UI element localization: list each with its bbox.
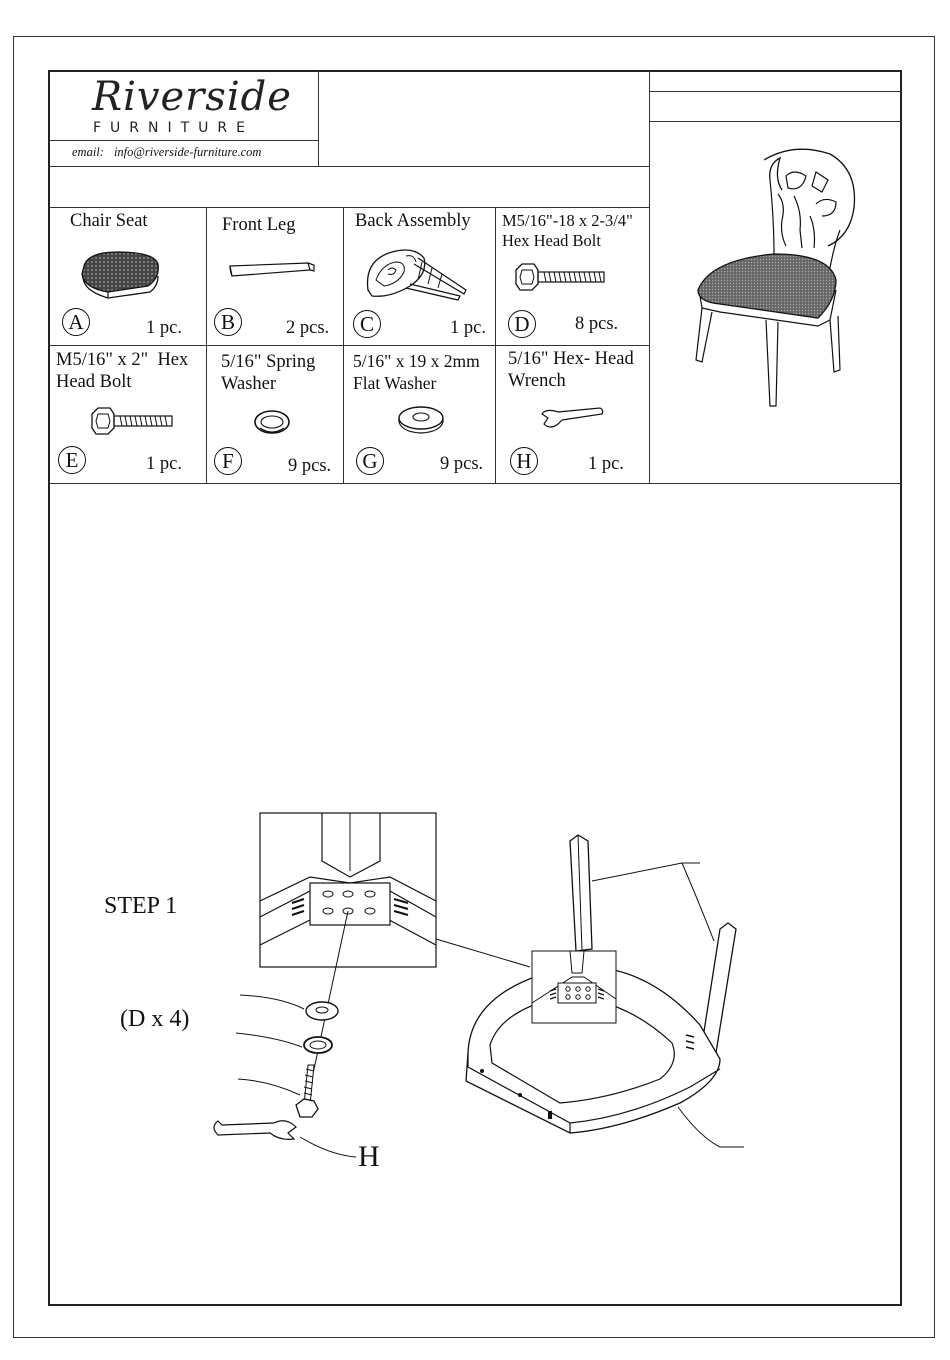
- hex-bolt-long-icon: [515, 263, 605, 291]
- part-letter-badge: H: [510, 447, 538, 475]
- part-letter-badge: C: [353, 310, 381, 338]
- email-link[interactable]: info@riverside-furniture.com: [113, 145, 262, 159]
- part-name: Front Leg: [222, 215, 296, 235]
- part-letter-badge: G: [356, 447, 384, 475]
- part-name: M5/16" x 2" Hex Head Bolt: [56, 350, 189, 392]
- assembled-chair-icon: [695, 148, 856, 407]
- flat-washer-icon: [398, 406, 444, 434]
- step1-diagram: [213, 812, 744, 1158]
- parts-divider: [343, 207, 344, 483]
- header-divider: [649, 91, 902, 92]
- back-assembly-icon: [366, 249, 467, 301]
- chair-seat-icon: [81, 251, 159, 299]
- email-label: email:: [72, 145, 104, 159]
- part-letter-badge: E: [58, 446, 86, 474]
- part-quantity: 8 pcs.: [575, 314, 619, 334]
- part-quantity: 9 pcs.: [440, 454, 484, 474]
- part-quantity: 1 pc.: [588, 454, 624, 474]
- header-divider: [48, 166, 650, 167]
- brand-logo-script: Riverside: [92, 74, 292, 120]
- instruction-frame: [48, 70, 902, 1306]
- part-quantity: 1 pc.: [146, 454, 182, 474]
- part-quantity: 1 pc.: [146, 318, 182, 338]
- parts-divider: [206, 207, 207, 483]
- logo-underline: [48, 140, 318, 141]
- brand-logo-sub: FURNITURE: [93, 120, 255, 136]
- hex-bolt-short-icon: [91, 407, 173, 435]
- parts-divider: [495, 207, 496, 483]
- part-name: Back Assembly: [355, 211, 471, 231]
- part-letter-badge: D: [508, 310, 536, 338]
- hex-wrench-icon: [541, 407, 604, 428]
- part-name: Chair Seat: [70, 211, 148, 231]
- part-letter-badge: B: [214, 308, 242, 336]
- part-name: 5/16" Spring Washer: [221, 352, 316, 394]
- part-name: 5/16" x 19 x 2mm Flat Washer: [353, 351, 480, 393]
- email-line: email: info@riverside-furniture.com: [72, 145, 261, 160]
- header-divider: [649, 70, 650, 484]
- spring-washer-icon: [254, 410, 290, 434]
- step-multiplier: (D x 4): [120, 1006, 190, 1032]
- part-quantity: 9 pcs.: [288, 456, 332, 476]
- part-quantity: 2 pcs.: [286, 318, 330, 338]
- front-leg-icon: [229, 262, 315, 277]
- tool-label: H: [358, 1140, 380, 1173]
- header-divider: [48, 207, 650, 208]
- header-divider: [649, 121, 902, 122]
- part-name: 5/16" Hex- Head Wrench: [508, 349, 634, 391]
- step-title: STEP 1: [104, 893, 178, 919]
- parts-divider: [48, 483, 902, 484]
- page-border: [13, 36, 935, 1338]
- part-quantity: 1 pc.: [450, 318, 486, 338]
- header-divider: [318, 70, 319, 166]
- parts-divider: [48, 345, 650, 346]
- part-name: M5/16"-18 x 2-3/4" Hex Head Bolt: [502, 211, 633, 250]
- part-letter-badge: A: [62, 308, 90, 336]
- part-letter-badge: F: [214, 447, 242, 475]
